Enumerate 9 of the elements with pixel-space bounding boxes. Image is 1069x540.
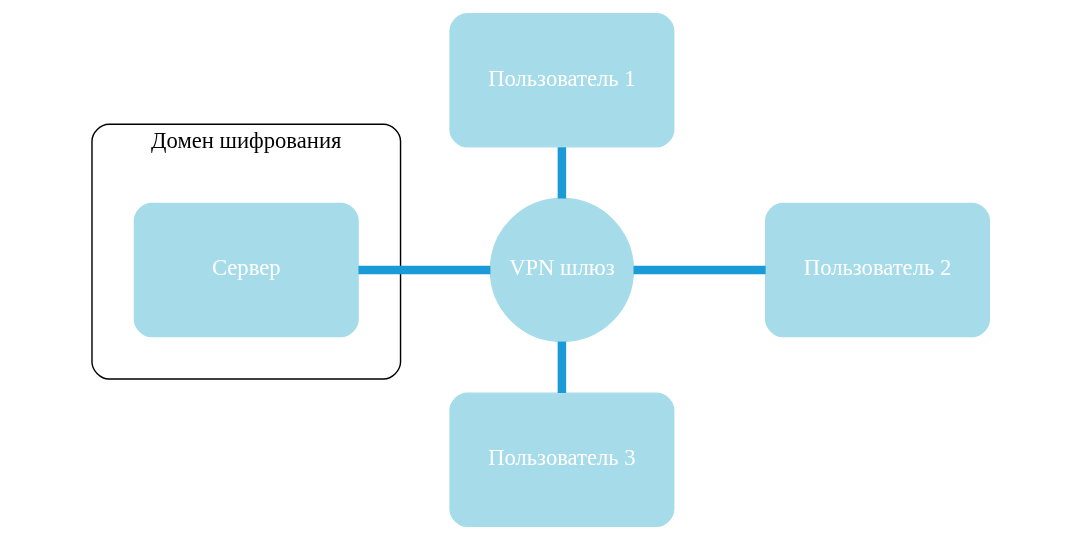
connector — [357, 265, 490, 275]
node-box: Пользователь 3 — [448, 392, 674, 527]
node-box: Пользователь 1 — [448, 13, 674, 148]
node-box: Сервер — [133, 202, 359, 338]
connector — [557, 147, 566, 199]
connector — [557, 341, 566, 393]
connector — [633, 265, 766, 275]
node-box: Пользователь 2 — [764, 202, 990, 338]
node-circle: VPN шлюз — [489, 197, 634, 343]
